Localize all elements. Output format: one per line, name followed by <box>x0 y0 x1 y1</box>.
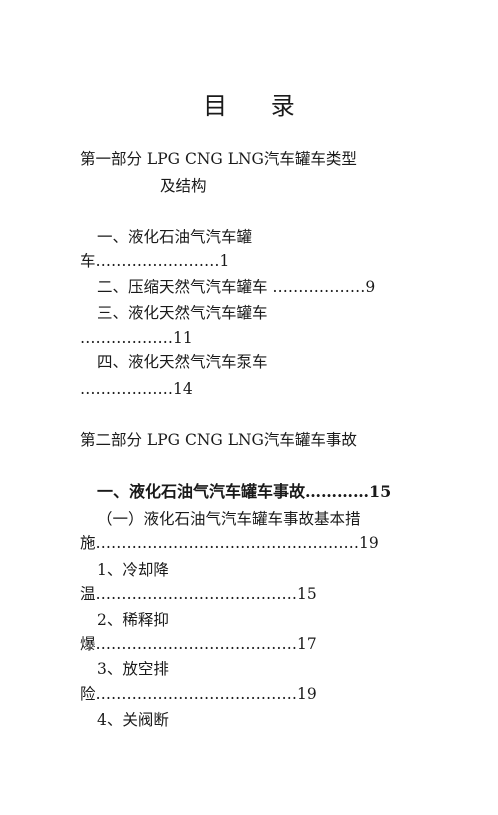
toc-item-4-line1: 四、液化天然气汽车泵车 <box>97 353 268 371</box>
toc-section-1: 一、液化石油气汽车罐车事故…………15 <box>97 482 392 501</box>
toc-step-1-line2: 温…………………………………15 <box>80 585 317 603</box>
toc-step-2-line2: 爆…………………………………17 <box>80 635 317 653</box>
toc-item-2-line1: 二、压缩天然气汽车罐车 ………………9 <box>97 278 376 296</box>
toc-step-4-line1: 4、关阀断 <box>97 711 169 729</box>
part1-heading-line1: 第一部分 LPG CNG LNG汽车罐车类型 <box>80 150 357 168</box>
toc-item-1-line1: 一、液化石油气汽车罐 <box>97 228 253 246</box>
part1-heading-line2: 及结构 <box>160 177 207 195</box>
toc-item-3-line1: 三、液化天然气汽车罐车 <box>97 304 268 322</box>
toc-item-1-line2: 车……………………1 <box>80 252 230 270</box>
toc-item-4-line2: ………………14 <box>80 380 193 398</box>
toc-step-1-line1: 1、冷却降 <box>97 561 169 579</box>
part2-heading: 第二部分 LPG CNG LNG汽车罐车事故 <box>80 431 357 449</box>
toc-item-3-line2: ………………11 <box>80 329 193 347</box>
page-title: 目 录 <box>203 92 313 120</box>
toc-subsection-1-line2: 施……………………………………………19 <box>80 534 379 552</box>
toc-step-3-line2: 险…………………………………19 <box>80 685 317 703</box>
toc-step-3-line1: 3、放空排 <box>97 660 169 678</box>
toc-subsection-1-line1: （一）液化石油气汽车罐车事故基本措 <box>97 510 361 528</box>
toc-step-2-line1: 2、稀释抑 <box>97 611 169 629</box>
